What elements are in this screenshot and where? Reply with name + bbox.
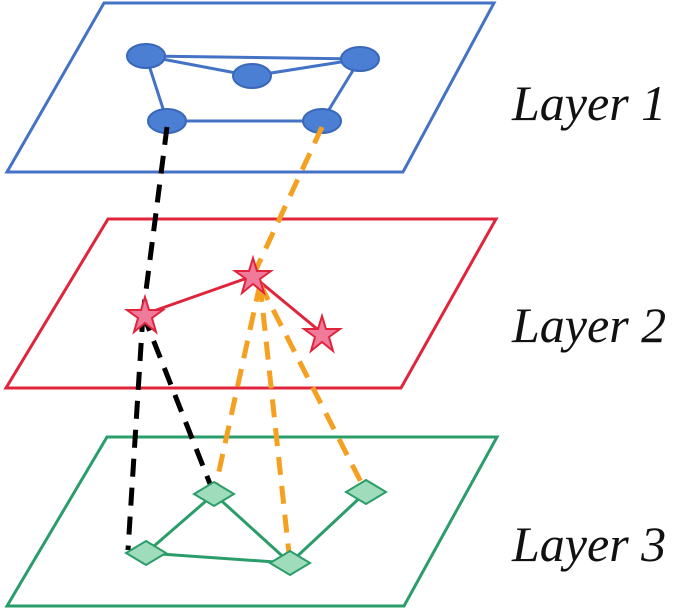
layer-3-edges (145, 490, 368, 565)
layer-1-node (340, 46, 380, 72)
layer-3-nodes (124, 478, 388, 577)
black-interlayer-link (125, 313, 146, 551)
layer-2-node (231, 254, 275, 296)
layer-3-plane (4, 435, 500, 608)
layer-2-edge (144, 274, 254, 316)
layer-3-label: Layer 3 (511, 516, 666, 572)
layer-2-plane (3, 217, 499, 390)
layer-1-nodes (126, 43, 380, 134)
layer-1-edge (145, 54, 361, 61)
layer-1-label: Layer 1 (511, 75, 666, 131)
layer-2-node (123, 293, 167, 335)
layer-2-edge (252, 274, 323, 335)
layer-1-node (232, 63, 272, 89)
layer-2-group (3, 217, 499, 390)
layer-2-edges (144, 274, 323, 335)
black-interlayer-link (140, 313, 217, 495)
layer-3-edge (288, 490, 368, 565)
orange-interlayer-link (211, 283, 263, 495)
orange-interlayer-link (257, 282, 369, 494)
layer-1-node (302, 108, 342, 134)
interlayer-links (125, 125, 369, 564)
layer-2-node (300, 312, 344, 354)
layer-2-label: Layer 2 (511, 297, 666, 353)
layer-3-node (268, 549, 312, 577)
layer-3-edge (145, 551, 291, 565)
layer-1-group (4, 1, 497, 174)
orange-interlayer-link (257, 283, 293, 564)
layer-2-nodes (123, 254, 344, 354)
black-interlayer-link (140, 126, 170, 315)
layer-3-node (192, 480, 236, 508)
layer-3-node (124, 539, 168, 567)
layer-1-node (126, 43, 166, 69)
layer-3-node (344, 478, 388, 506)
layer-3-edge (212, 492, 292, 565)
layer-3-edge (145, 492, 215, 555)
layer-3-group (4, 435, 500, 608)
